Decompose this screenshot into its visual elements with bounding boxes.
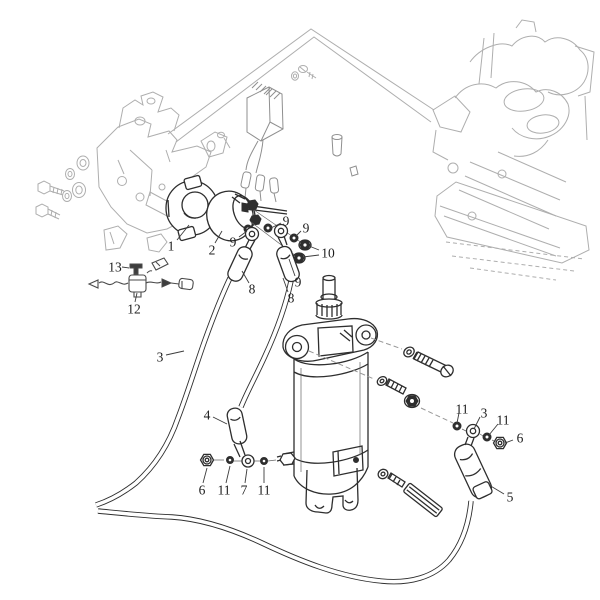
nut-6-left-icon [199, 453, 215, 467]
callout-leader-11-d [488, 423, 499, 436]
motor-terminal-stud [276, 451, 296, 466]
mount-bracket-sketch [35, 91, 231, 253]
callout-7: 7 [241, 483, 248, 498]
callout-11-d: 11 [497, 413, 510, 428]
panel-lines [167, 28, 435, 143]
callout-9-bottom: 9 [295, 275, 302, 290]
pinion-shaft [315, 274, 343, 320]
cable-left-part3 [95, 276, 233, 508]
callout-11-a: 11 [218, 483, 231, 498]
callout-leader-1 [176, 224, 190, 241]
callout-6-left: 6 [199, 483, 206, 498]
callout-1: 1 [168, 239, 175, 254]
connector-housing [178, 277, 194, 291]
motor-body [293, 351, 369, 495]
callout-11-c: 11 [456, 402, 469, 417]
starter-motor [276, 274, 379, 514]
callout-10: 10 [321, 246, 335, 261]
wire-terminal-left [87, 279, 99, 289]
flange-bolt-icon [412, 351, 454, 378]
callout-5: 5 [507, 490, 514, 505]
nut-6-right-icon [492, 436, 508, 450]
motor-foot [305, 467, 359, 514]
fuse-part13 [129, 263, 143, 275]
callout-6-right: 6 [517, 431, 524, 446]
callout-8-left: 8 [249, 282, 256, 297]
bolt-washer-icon [403, 346, 415, 358]
callout-leader-13 [121, 266, 130, 269]
stud-nut-icon [376, 375, 421, 409]
callout-11-b: 11 [258, 483, 271, 498]
callout-leader-6-left [202, 467, 208, 484]
callout-leader-6-right [504, 439, 514, 444]
bracket-bolt-icon [35, 180, 65, 220]
callout-4: 4 [204, 408, 211, 423]
cable-right-part8 [238, 280, 294, 409]
boot-part4 [226, 407, 248, 458]
callout-3-terminal: 3 [481, 406, 488, 421]
rubber-mount-part1 [165, 174, 219, 242]
callout-leader-5 [488, 484, 505, 495]
nut-10-icon [292, 239, 312, 264]
bracket-washer-icon [62, 155, 90, 202]
fuse-harness [87, 257, 194, 298]
callout-leader-4 [212, 416, 228, 425]
engine-sketch [432, 19, 595, 281]
callout-leader-9-top [270, 222, 282, 229]
spacer-bolt-icon [377, 468, 443, 518]
wire-terminal-right [161, 278, 173, 288]
panel-screw-icon [291, 65, 317, 81]
callout-leader-2 [214, 230, 223, 244]
cdi-unit-sketch [240, 81, 359, 203]
callout-leader-9-left [238, 230, 248, 238]
callout-leader-7 [244, 468, 248, 484]
callout-9-top: 9 [283, 214, 290, 229]
callout-leader-8-left [241, 270, 250, 284]
mount-bolts-right [308, 337, 454, 518]
callout-13: 13 [108, 260, 122, 275]
boot-8-left [227, 246, 253, 282]
boot-part5 [453, 436, 493, 500]
bullet-connector-icon [240, 171, 280, 203]
callout-leader-10 [308, 245, 320, 251]
callout-leader-12 [134, 292, 138, 303]
flag-connector [151, 257, 169, 271]
fuse-holder [128, 274, 147, 293]
callout-leader-9-bottom [288, 258, 296, 277]
callout-leader-11-c [456, 412, 460, 424]
callout-8-right: 8 [288, 291, 295, 306]
callout-leader-11-a [225, 465, 231, 484]
callout-9-right: 9 [303, 221, 310, 236]
starter-relay-part2 [206, 190, 303, 257]
callout-leader-9-right [295, 230, 302, 237]
callout-leader-3-terminal [473, 416, 481, 430]
relay-lever-rod [241, 202, 288, 215]
callout-leader-8-right [282, 277, 289, 293]
battery-cable-part5 [97, 500, 474, 585]
callout-12: 12 [127, 302, 141, 317]
ring-terminal-icon [244, 223, 289, 250]
callout-leader-3-cable [165, 350, 185, 356]
callout-3-cable: 3 [157, 350, 164, 365]
callout-2: 2 [209, 243, 216, 258]
callout-leader-10 [302, 254, 320, 258]
callout-9-left: 9 [230, 235, 237, 250]
